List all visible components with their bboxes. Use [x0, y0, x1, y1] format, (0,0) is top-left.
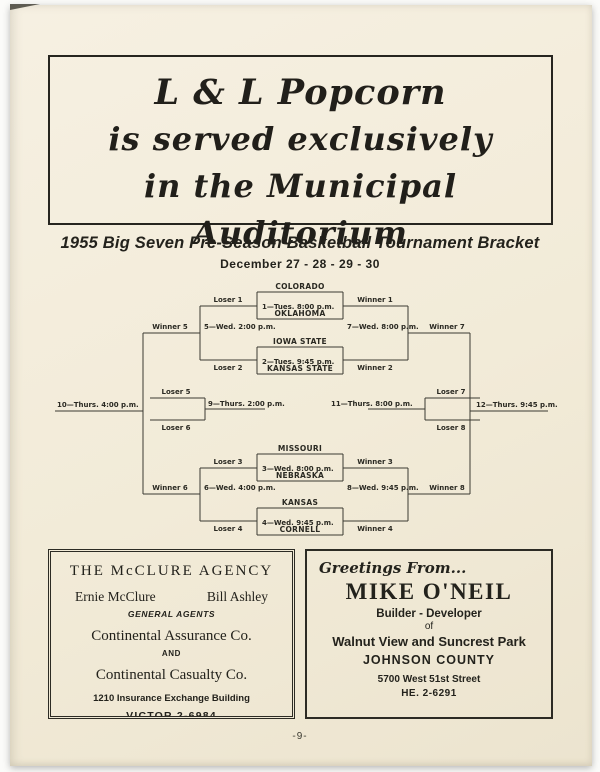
- winner8-label: Winner 8: [429, 484, 465, 492]
- popcorn-ad-line1: L & L Popcorn: [154, 72, 447, 113]
- game7-time: 7—Wed. 8:00 p.m.: [347, 323, 419, 331]
- winner2-label: Winner 2: [357, 364, 393, 372]
- popcorn-ad-line3: in the Municipal Auditorium: [143, 167, 458, 252]
- bracket-lines: [55, 291, 548, 536]
- winner1-label: Winner 1: [357, 296, 393, 304]
- loser8-label: Loser 8: [437, 424, 466, 432]
- loser4-label: Loser 4: [214, 525, 243, 533]
- game8-time: 8—Wed. 9:45 p.m.: [347, 484, 419, 492]
- loser1-label: Loser 1: [214, 296, 243, 304]
- loser3-label: Loser 3: [214, 458, 243, 466]
- game2-top-team: IOWA STATE: [273, 337, 327, 346]
- game1-top-team: COLORADO: [275, 282, 324, 291]
- bracket-labels: COLORADO 1—Tues. 8:00 p.m. OKLAHOMA Lose…: [57, 282, 558, 534]
- scan-corner-artifact: [10, 4, 40, 10]
- oneil-development: Walnut View and Suncrest Park: [332, 634, 526, 649]
- game10-time: 10—Thurs. 4:00 p.m.: [57, 401, 139, 409]
- game9-time: 9—Thurs. 2:00 p.m.: [208, 400, 285, 408]
- popcorn-ad-box: L & L Popcorn is served exclusively in t…: [48, 55, 553, 252]
- winner7-label: Winner 7: [429, 323, 465, 331]
- winner5-label: Winner 5: [152, 323, 188, 331]
- mcclure-conjunction: AND: [161, 649, 182, 658]
- loser5-label: Loser 5: [162, 388, 191, 396]
- oneil-ad: Greetings From... MIKE O'NEIL Builder - …: [305, 549, 553, 719]
- tournament-bracket-diagram: COLORADO 1—Tues. 8:00 p.m. OKLAHOMA Lose…: [55, 282, 558, 536]
- game11-time: 11—Thurs. 8:00 p.m.: [331, 400, 413, 408]
- oneil-address: 5700 West 51st Street: [377, 674, 481, 685]
- oneil-county: JOHNSON COUNTY: [362, 653, 496, 667]
- game12-time: 12—Thurs. 9:45 p.m.: [476, 401, 558, 409]
- mcclure-address: 1210 Insurance Exchange Building: [93, 693, 250, 704]
- game1-bottom-team: OKLAHOMA: [274, 309, 325, 318]
- tournament-title: 1955 Big Seven Pre-Season Basketball Tou…: [60, 234, 540, 252]
- mcclure-agents-row: Ernie McClure Bill Ashley: [51, 589, 292, 605]
- mcclure-role: GENERAL AGENTS: [127, 609, 216, 619]
- oneil-greeting: Greetings From...: [319, 559, 467, 577]
- game3-bottom-team: NEBRASKA: [276, 471, 324, 480]
- oneil-role: Builder - Developer: [376, 608, 482, 620]
- mcclure-company1: Continental Assurance Co.: [91, 628, 252, 644]
- loser7-label: Loser 7: [437, 388, 466, 396]
- oneil-phone: HE. 2-6291: [401, 688, 457, 699]
- winner3-label: Winner 3: [357, 458, 393, 466]
- winner6-label: Winner 6: [152, 484, 188, 492]
- game2-bottom-team: KANSAS STATE: [267, 364, 333, 373]
- game6-time: 6—Wed. 4:00 p.m.: [204, 484, 276, 492]
- winner4-label: Winner 4: [357, 525, 393, 533]
- oneil-name: MIKE O'NEIL: [345, 579, 513, 604]
- loser2-label: Loser 2: [214, 364, 243, 372]
- mcclure-company2: Continental Casualty Co.: [95, 667, 248, 683]
- game4-time: 4—Wed. 9:45 p.m.: [262, 519, 334, 527]
- loser6-label: Loser 6: [162, 424, 191, 432]
- game3-top-team: MISSOURI: [278, 444, 322, 453]
- mcclure-agency-ad: THE McCLURE AGENCY Ernie McClure Bill As…: [48, 549, 295, 719]
- oneil-of: of: [424, 621, 434, 632]
- mcclure-title: THE McCLURE AGENCY: [69, 563, 274, 579]
- game4-top-team: KANSAS: [282, 498, 318, 507]
- page-number: -9-: [292, 731, 308, 742]
- game3-time: 3—Wed. 8:00 p.m.: [262, 465, 334, 473]
- popcorn-ad-line2: is served exclusively: [108, 120, 493, 158]
- game2-time: 2—Tues. 9:45 p.m.: [262, 358, 334, 366]
- mcclure-agent1: Ernie McClure: [75, 589, 156, 604]
- tournament-dates: December 27 - 28 - 29 - 30: [220, 257, 380, 271]
- paper-sheet: [10, 5, 592, 766]
- mcclure-agent2: Bill Ashley: [206, 589, 268, 604]
- game1-time: 1—Tues. 8:00 p.m.: [262, 303, 334, 311]
- game4-bottom-team: CORNELL: [280, 525, 321, 534]
- game5-time: 5—Wed. 2:00 p.m.: [204, 323, 276, 331]
- mcclure-phone: VICTOR 2-6984: [126, 710, 217, 719]
